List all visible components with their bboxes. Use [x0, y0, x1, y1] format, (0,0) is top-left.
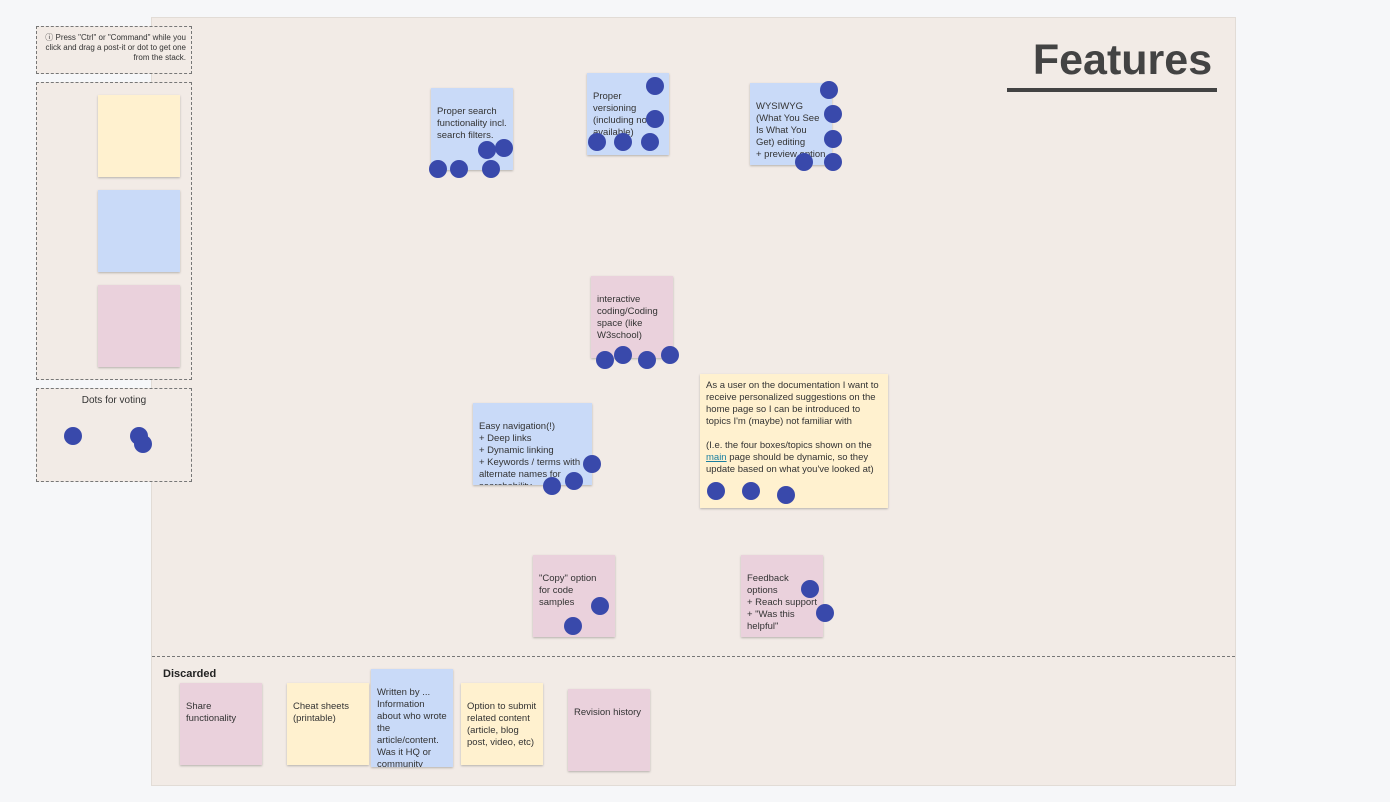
postit-text: Feedback options + Reach support + "Was … [747, 573, 817, 632]
postit-text-secondary: (I.e. the four boxes/topics shown on the… [706, 440, 882, 476]
voting-dot[interactable] [450, 160, 468, 178]
stack-postit-yellow[interactable] [98, 95, 180, 177]
postit-text-part: page should be dynamic, so they update b… [706, 452, 874, 475]
postit-revision-history[interactable]: Revision history [568, 689, 650, 771]
postit-search[interactable]: Proper search functionality incl. search… [431, 88, 513, 170]
postit-text: Proper search functionality incl. search… [437, 106, 507, 141]
voting-dot[interactable] [583, 455, 601, 473]
postit-interactive-coding[interactable]: interactive coding/Coding space (like W3… [591, 276, 673, 358]
postit-personalized[interactable]: As a user on the documentation I want to… [700, 374, 888, 508]
voting-dot[interactable] [646, 110, 664, 128]
postit-text: WYSIWYG (What You See Is What You Get) e… [756, 101, 826, 160]
main-page-link[interactable]: main [706, 452, 727, 463]
voting-dot[interactable] [482, 160, 500, 178]
postit-text: As a user on the documentation I want to… [706, 380, 879, 427]
voting-dot[interactable] [641, 133, 659, 151]
postit-text: interactive coding/Coding space (like W3… [597, 294, 658, 341]
voting-dot[interactable] [801, 580, 819, 598]
postit-text-part: (I.e. the four boxes/topics shown on the [706, 440, 872, 451]
postit-submit-content[interactable]: Option to submit related content (articl… [461, 683, 543, 765]
hint-box: ⓘ Press "Ctrl" or "Command" while you cl… [36, 26, 192, 74]
voting-dot[interactable] [820, 81, 838, 99]
voting-dot[interactable] [614, 133, 632, 151]
postit-text: Share functionality [186, 701, 237, 724]
voting-dot[interactable] [638, 351, 656, 369]
postit-text: Revision history [574, 707, 642, 718]
dots-label: Dots for voting [81, 395, 147, 406]
whiteboard-canvas[interactable] [151, 17, 1236, 786]
voting-dot[interactable] [614, 346, 632, 364]
postit-cheat-sheets[interactable]: Cheat sheets (printable) [287, 683, 369, 765]
voting-dot[interactable] [824, 105, 842, 123]
voting-dot[interactable] [543, 477, 561, 495]
title-underline [1007, 88, 1217, 92]
voting-dot[interactable] [742, 482, 760, 500]
hint-text: ⓘ Press "Ctrl" or "Command" while you cl… [45, 33, 186, 62]
postit-text: "Copy" option for code samples [539, 573, 597, 608]
voting-dot[interactable] [429, 160, 447, 178]
voting-dot[interactable] [478, 141, 496, 159]
voting-dot[interactable] [707, 482, 725, 500]
voting-dot[interactable] [661, 346, 679, 364]
postit-written-by[interactable]: Written by ... Information about who wro… [371, 669, 453, 767]
postit-navigation[interactable]: Easy navigation(!) + Deep links + Dynami… [473, 403, 592, 485]
postit-stack [36, 82, 192, 380]
voting-dot[interactable] [777, 486, 795, 504]
voting-dot[interactable] [564, 617, 582, 635]
voting-dot[interactable] [824, 130, 842, 148]
voting-dot[interactable] [646, 77, 664, 95]
postit-text: Proper versioning (including not availab… [593, 91, 650, 138]
postit-text: Option to submit related content (articl… [467, 701, 537, 748]
voting-dot[interactable] [495, 139, 513, 157]
voting-dot[interactable] [596, 351, 614, 369]
voting-dot[interactable] [795, 153, 813, 171]
voting-dot[interactable] [64, 427, 82, 445]
postit-feedback[interactable]: Feedback options + Reach support + "Was … [741, 555, 823, 637]
postit-share[interactable]: Share functionality [180, 683, 262, 765]
postit-wysiwyg[interactable]: WYSIWYG (What You See Is What You Get) e… [750, 83, 832, 165]
voting-dots-stack: Dots for voting [36, 388, 192, 482]
postit-text: Easy navigation(!) + Deep links + Dynami… [479, 421, 581, 485]
discarded-divider [152, 656, 1235, 657]
postit-text: Cheat sheets (printable) [293, 701, 349, 724]
postit-text: Written by ... Information about who wro… [377, 687, 447, 767]
discarded-heading: Discarded [163, 668, 217, 680]
voting-dot[interactable] [565, 472, 583, 490]
voting-dot[interactable] [824, 153, 842, 171]
voting-dot[interactable] [588, 133, 606, 151]
board-title: Features [1032, 36, 1213, 84]
stack-postit-blue[interactable] [98, 190, 180, 272]
stack-postit-pink[interactable] [98, 285, 180, 367]
voting-dot[interactable] [591, 597, 609, 615]
voting-dot[interactable] [134, 435, 152, 453]
voting-dot[interactable] [816, 604, 834, 622]
